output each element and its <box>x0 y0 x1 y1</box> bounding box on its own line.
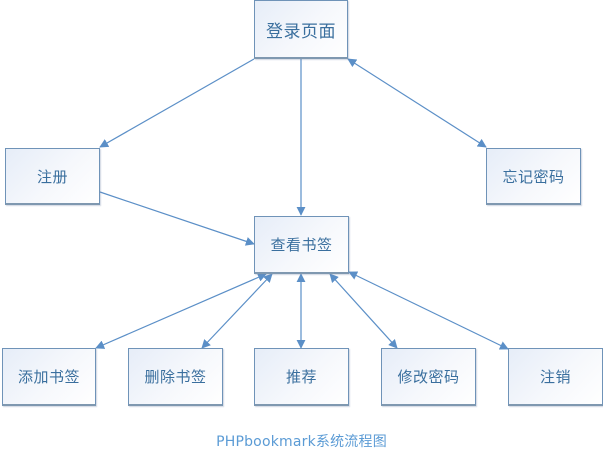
edge-view-bookmarks-to-delete-bookmark <box>201 273 273 349</box>
node-login-page[interactable]: 登录页面 <box>254 0 348 59</box>
edge-view-bookmarks-to-add-bookmark <box>95 273 267 349</box>
node-label: 注销 <box>539 368 571 386</box>
node-label: 修改密码 <box>397 368 460 386</box>
node-change-password[interactable]: 修改密码 <box>381 348 476 406</box>
node-register[interactable]: 注册 <box>5 148 100 205</box>
node-label: 登录页面 <box>266 21 336 42</box>
node-forgot-password[interactable]: 忘记密码 <box>486 148 581 205</box>
node-recommend[interactable]: 推荐 <box>254 348 349 406</box>
node-label: 注册 <box>36 167 68 186</box>
edge-view-bookmarks-to-logout <box>348 271 509 350</box>
edge-login-to-forgot-password <box>347 58 487 148</box>
node-view-bookmarks[interactable]: 查看书签 <box>254 216 349 274</box>
node-label: 查看书签 <box>270 236 333 254</box>
edge-view-bookmarks-to-change-password <box>329 273 398 349</box>
edge-register-to-view-bookmarks <box>99 191 255 246</box>
node-label: 忘记密码 <box>502 167 565 186</box>
node-label: 添加书签 <box>17 368 80 386</box>
node-delete-bookmark[interactable]: 删除书签 <box>128 348 223 406</box>
node-label: 推荐 <box>285 368 317 386</box>
node-add-bookmark[interactable]: 添加书签 <box>2 348 96 406</box>
diagram-caption: PHPbookmark系统流程图 <box>216 434 387 450</box>
node-label: 删除书签 <box>144 368 207 386</box>
edge-login-to-register <box>99 58 255 148</box>
node-logout[interactable]: 注销 <box>508 348 603 406</box>
